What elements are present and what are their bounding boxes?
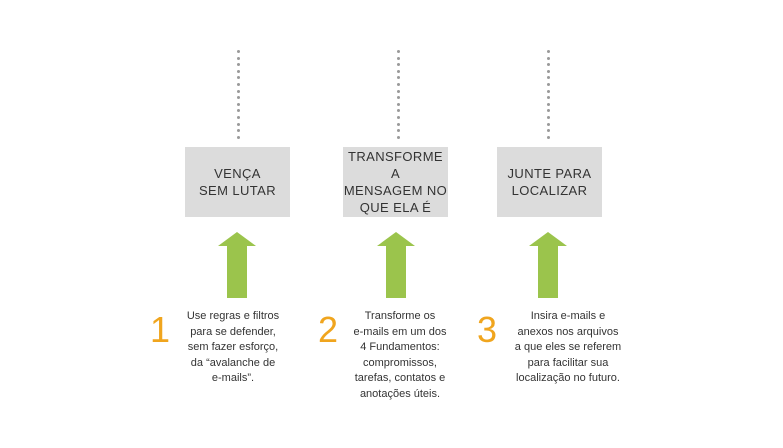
connector-dot bbox=[397, 82, 400, 86]
connector-dot bbox=[237, 122, 240, 126]
dotted-connector-1 bbox=[237, 50, 241, 142]
connector-dot bbox=[397, 129, 400, 133]
connector-dot bbox=[237, 115, 240, 119]
connector-dot bbox=[547, 89, 550, 93]
up-arrow-icon-1 bbox=[218, 232, 256, 298]
connector-dot bbox=[237, 76, 240, 80]
connector-dot bbox=[547, 115, 550, 119]
connector-dot bbox=[397, 96, 400, 100]
up-arrow-icon-3 bbox=[529, 232, 567, 298]
connector-dot bbox=[237, 89, 240, 93]
connector-dot bbox=[397, 56, 400, 60]
dotted-connector-2 bbox=[397, 50, 401, 142]
connector-dot bbox=[397, 89, 400, 93]
step-1-number: 1 bbox=[150, 309, 171, 350]
connector-dot bbox=[547, 63, 550, 67]
connector-dot bbox=[547, 56, 550, 60]
step-3-number: 3 bbox=[477, 309, 498, 350]
connector-dot bbox=[397, 115, 400, 119]
connector-dot bbox=[397, 76, 400, 80]
step-2-box: TRANSFORME A MENSAGEM NO QUE ELA É bbox=[343, 147, 448, 217]
connector-dot bbox=[547, 129, 550, 133]
connector-dot bbox=[237, 135, 240, 139]
connector-dot bbox=[237, 63, 240, 67]
connector-dot bbox=[397, 109, 400, 113]
connector-dot bbox=[237, 102, 240, 106]
step-2-label: TRANSFORME A MENSAGEM NO QUE ELA É bbox=[343, 149, 448, 215]
connector-dot bbox=[397, 50, 400, 53]
dotted-connector-3 bbox=[547, 50, 551, 142]
connector-dot bbox=[397, 122, 400, 126]
step-3-label: JUNTE PARA LOCALIZAR bbox=[507, 166, 592, 198]
connector-dot bbox=[237, 129, 240, 133]
connector-dot bbox=[237, 96, 240, 100]
connector-dot bbox=[237, 69, 240, 73]
connector-dot bbox=[397, 135, 400, 139]
connector-dot bbox=[237, 56, 240, 60]
connector-dot bbox=[547, 135, 550, 139]
step-2-description: Transforme os e-mails em um dos 4 Fundam… bbox=[353, 310, 447, 400]
connector-dot bbox=[237, 109, 240, 113]
step-1-box: VENÇA SEM LUTAR bbox=[185, 147, 290, 217]
connector-dot bbox=[397, 63, 400, 67]
connector-dot bbox=[547, 82, 550, 86]
connector-dot bbox=[397, 102, 400, 106]
connector-dot bbox=[397, 69, 400, 73]
connector-dot bbox=[547, 122, 550, 126]
step-1-description: Use regras e filtros para se defender, s… bbox=[186, 310, 280, 384]
step-3-description: Insira e-mails e anexos nos arquivos a q… bbox=[514, 310, 622, 384]
step-1-label: VENÇA SEM LUTAR bbox=[198, 166, 277, 198]
connector-dot bbox=[547, 109, 550, 113]
connector-dot bbox=[547, 102, 550, 106]
step-3-box: JUNTE PARA LOCALIZAR bbox=[497, 147, 602, 217]
up-arrow-icon-2 bbox=[377, 232, 415, 298]
connector-dot bbox=[547, 50, 550, 53]
connector-dot bbox=[237, 50, 240, 53]
connector-dot bbox=[547, 96, 550, 100]
step-2-number: 2 bbox=[318, 309, 339, 350]
connector-dot bbox=[547, 69, 550, 73]
connector-dot bbox=[237, 82, 240, 86]
connector-dot bbox=[547, 76, 550, 80]
